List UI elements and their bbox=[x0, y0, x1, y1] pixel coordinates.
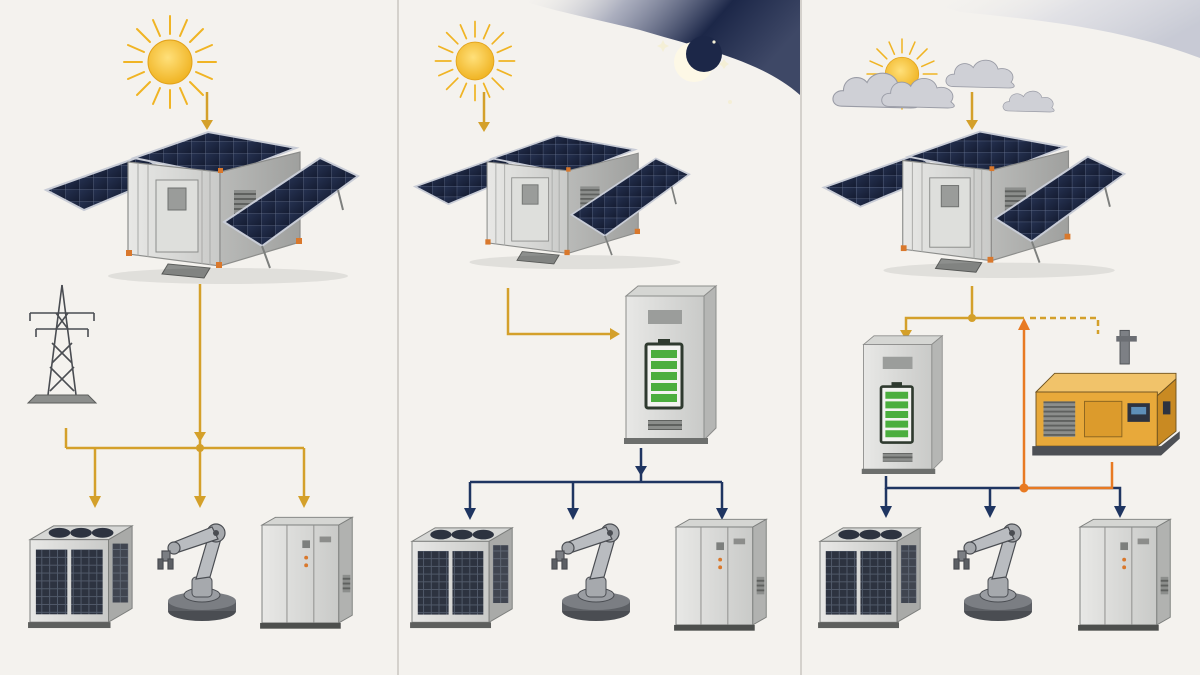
cabinet-icon bbox=[1077, 518, 1171, 632]
battery-icon bbox=[622, 284, 718, 446]
cabinet-icon bbox=[259, 516, 353, 630]
hvac-icon bbox=[409, 527, 513, 629]
solar-flow-arrows bbox=[89, 120, 310, 508]
solar-flow-lines bbox=[64, 92, 306, 498]
overcast-sky bbox=[930, 0, 1200, 58]
generator-standby-line bbox=[1030, 316, 1100, 334]
solar-flow-arrows bbox=[478, 122, 620, 340]
night-sky bbox=[520, 0, 800, 95]
panel-daytime bbox=[27, 15, 359, 630]
sun-icon bbox=[123, 15, 217, 109]
moon-icon bbox=[657, 36, 732, 104]
battery-flow-lines bbox=[468, 448, 724, 512]
battery-flow-arrows bbox=[464, 466, 728, 520]
battery-flow-arrows bbox=[880, 506, 1126, 518]
solar-flow-arrows bbox=[900, 120, 978, 340]
sun-icon bbox=[434, 20, 516, 102]
panel-night bbox=[409, 20, 767, 632]
hvac-icon bbox=[27, 525, 133, 629]
generator-flow-lines bbox=[1022, 326, 1114, 490]
solar-flow-lines bbox=[482, 92, 612, 336]
generator-flow-arrows bbox=[1018, 318, 1030, 493]
battery-icon bbox=[860, 334, 944, 476]
panel-cloudy bbox=[817, 38, 1181, 632]
hvac-icon bbox=[817, 527, 921, 629]
solar-flow-lines bbox=[904, 92, 1024, 334]
cabinet-icon bbox=[673, 518, 767, 632]
